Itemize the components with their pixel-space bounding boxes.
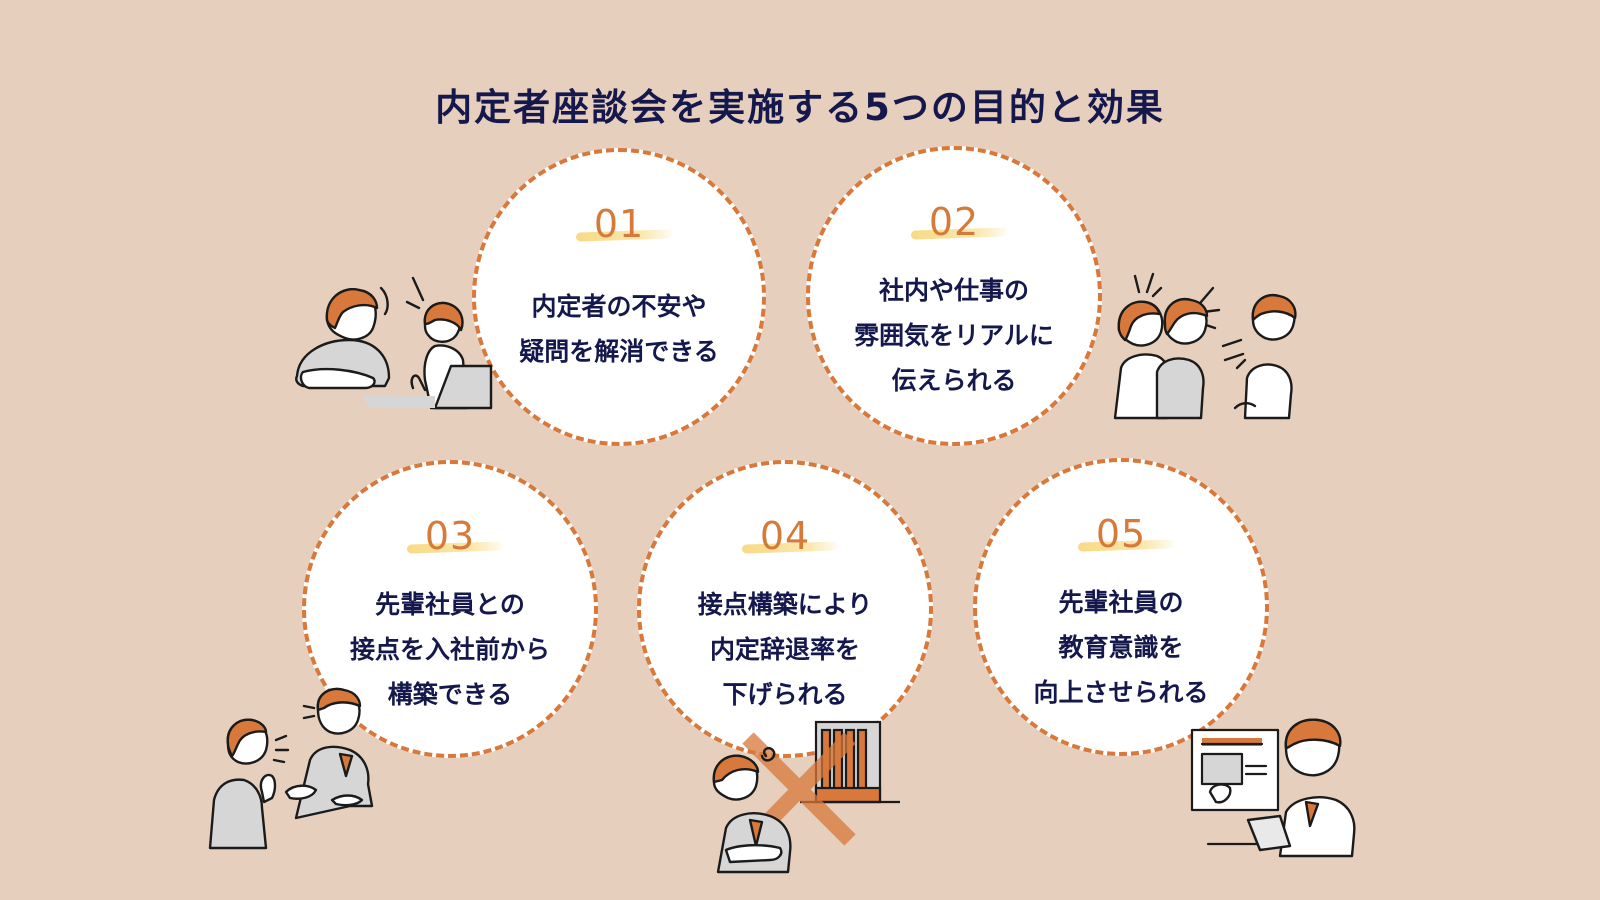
three-people-chatting-illustration <box>1113 272 1297 420</box>
item-number: 04 <box>759 514 811 558</box>
description-line: 構築できる <box>387 680 513 709</box>
man-presenting-at-whiteboard-illustration <box>1190 718 1356 858</box>
item-number: 05 <box>1095 512 1147 556</box>
number-badge: 05 <box>1076 512 1175 558</box>
purpose-card-02: 02 社内や仕事の 雰囲気をリアルに 伝えられる <box>806 146 1102 446</box>
page-title: 内定者座談会を実施する5つの目的と効果 <box>435 85 1165 129</box>
description-line: 内定者の不安や <box>531 292 707 321</box>
description-line: 疑問を解消できる <box>519 337 719 366</box>
item-description: 社内や仕事の 雰囲気をリアルに 伝えられる <box>854 268 1054 403</box>
description-line: 先輩社員の <box>1058 588 1184 617</box>
description-line: 内定辞退率を <box>709 635 860 664</box>
item-description: 先輩社員との 接点を入社前から 構築できる <box>350 582 550 717</box>
number-badge: 01 <box>574 202 673 248</box>
description-line: 社内や仕事の <box>878 276 1029 305</box>
item-number: 01 <box>593 202 645 246</box>
description-line: 接点を入社前から <box>349 635 550 664</box>
description-line: 向上させられる <box>1033 678 1209 707</box>
number-badge: 03 <box>405 514 504 560</box>
item-number: 03 <box>424 514 476 558</box>
description-line: 雰囲気をリアルに <box>854 321 1054 350</box>
description-line: 下げられる <box>722 680 848 709</box>
description-line: 接点構築により <box>697 590 873 619</box>
worried-man-with-crossed-out-building-illustration <box>712 720 900 874</box>
businessmen-handshake-illustration <box>208 687 374 850</box>
description-line: 先輩社員との <box>375 590 525 619</box>
item-description: 接点構築により 内定辞退率を 下げられる <box>698 582 873 717</box>
purpose-card-05: 05 先輩社員の 教育意識を 向上させられる <box>973 458 1269 756</box>
item-number: 02 <box>928 200 980 244</box>
purpose-card-01: 01 内定者の不安や 疑問を解消できる <box>472 148 766 446</box>
purpose-card-04: 04 接点構築により 内定辞退率を 下げられる <box>637 460 933 758</box>
two-people-consulting-at-laptop-illustration <box>295 276 493 410</box>
item-description: 内定者の不安や 疑問を解消できる <box>519 284 719 374</box>
number-badge: 04 <box>740 514 839 560</box>
description-line: 伝えられる <box>891 366 1017 395</box>
description-line: 教育意識を <box>1058 633 1184 662</box>
item-description: 先輩社員の 教育意識を 向上させられる <box>1033 580 1208 715</box>
number-badge: 02 <box>909 200 1008 246</box>
